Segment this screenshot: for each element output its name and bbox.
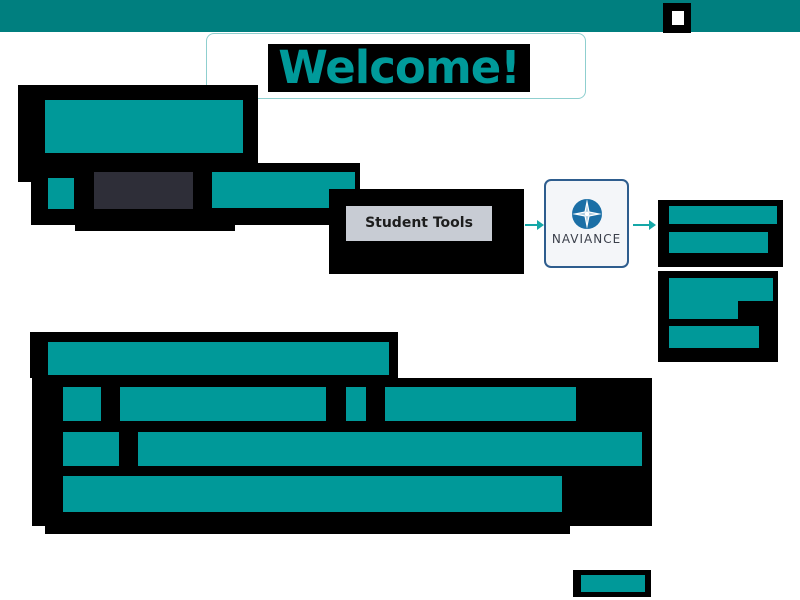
lower-row-link[interactable] bbox=[120, 387, 326, 421]
right-list-item[interactable] bbox=[669, 301, 738, 319]
lower-row-icon bbox=[63, 432, 119, 466]
naviance-compass-icon bbox=[572, 199, 602, 229]
naviance-label: NAVIANCE bbox=[551, 232, 622, 246]
lower-row-link[interactable] bbox=[138, 432, 642, 466]
arrow-right-icon bbox=[633, 220, 656, 230]
lower-content-card-edge bbox=[45, 510, 570, 534]
student-tools-button[interactable]: Student Tools bbox=[346, 206, 492, 241]
intro-link-row-shadow bbox=[75, 210, 235, 231]
lower-row-icon bbox=[346, 387, 366, 421]
footer-button[interactable] bbox=[581, 575, 645, 592]
intro-heading-block bbox=[45, 100, 243, 153]
intro-bullet bbox=[48, 178, 74, 209]
lower-row-icon bbox=[63, 387, 101, 421]
naviance-tile[interactable]: NAVIANCE bbox=[544, 179, 629, 268]
window-control-icon[interactable] bbox=[663, 3, 691, 33]
right-list-item[interactable] bbox=[669, 232, 768, 253]
page-title: Welcome! bbox=[268, 44, 530, 92]
right-list-item[interactable] bbox=[669, 278, 773, 301]
lower-heading bbox=[48, 342, 389, 375]
intro-link-a[interactable] bbox=[94, 172, 193, 209]
right-list-item[interactable] bbox=[669, 206, 777, 224]
arrow-right-icon bbox=[525, 220, 544, 230]
right-list-item[interactable] bbox=[669, 326, 759, 348]
lower-row-link[interactable] bbox=[63, 476, 562, 512]
lower-row-link[interactable] bbox=[385, 387, 576, 421]
